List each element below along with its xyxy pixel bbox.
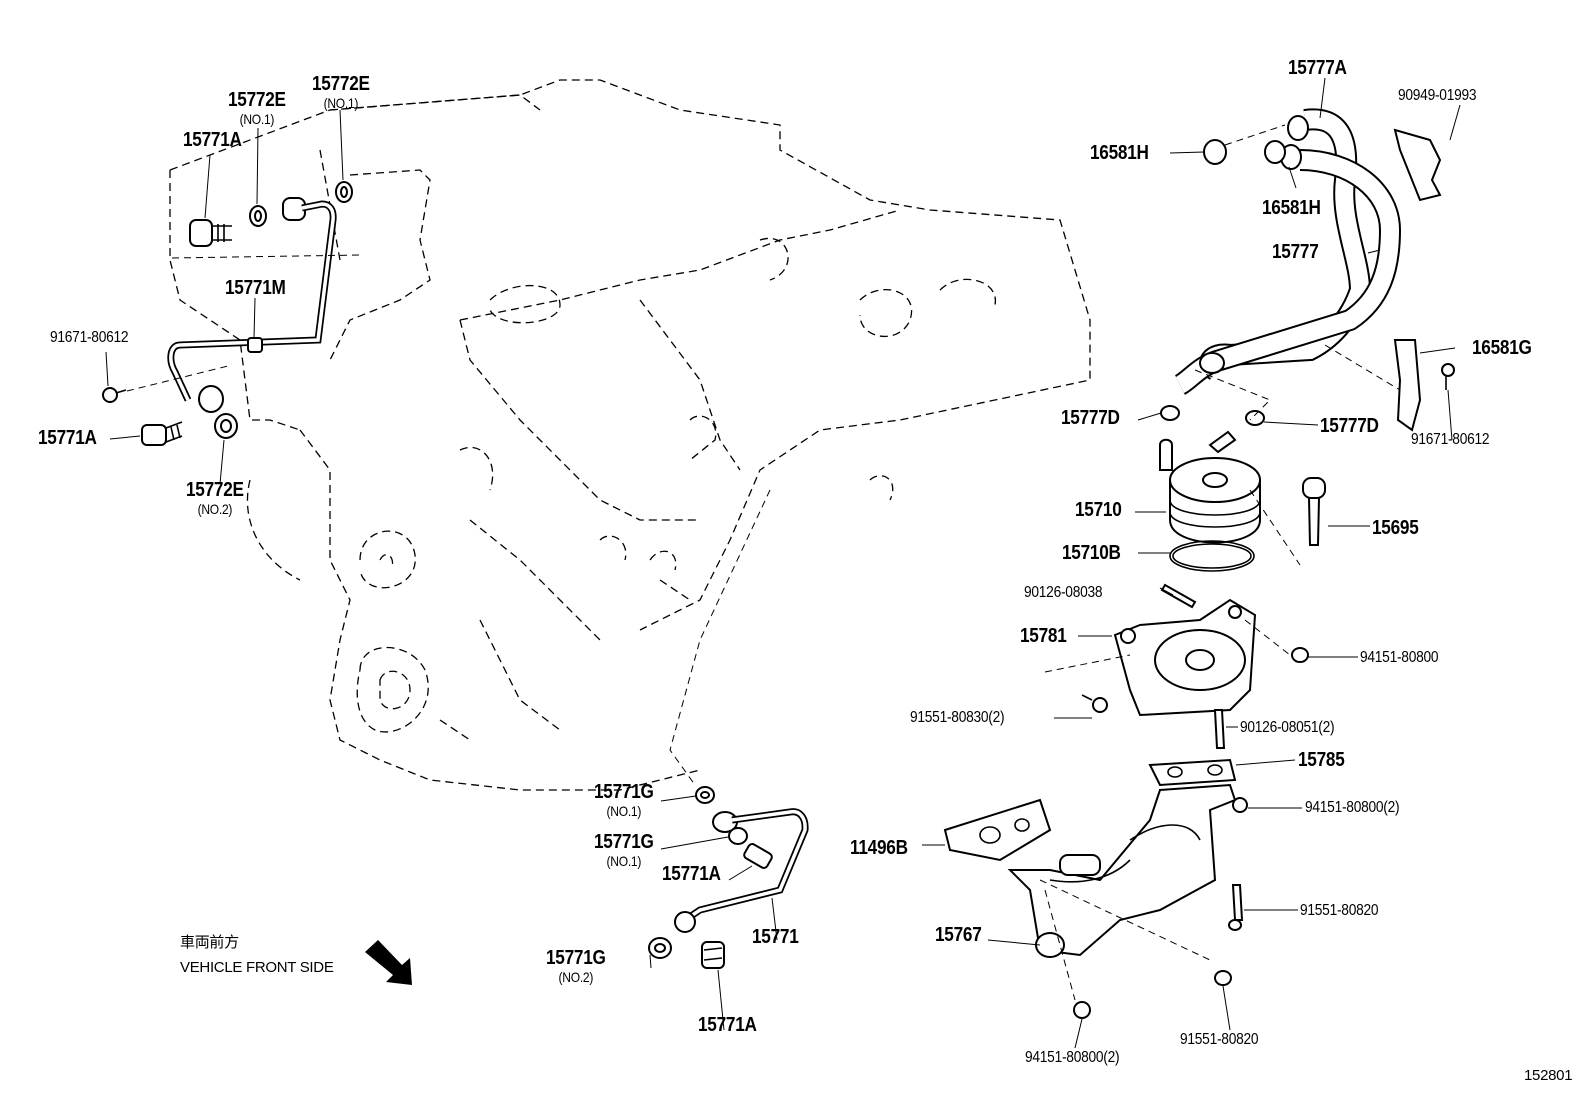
label-15785: 15785 <box>1298 749 1345 771</box>
upper-oil-pipe-group <box>102 181 361 446</box>
label-15771G-3: 15771G (NO.2) <box>546 948 606 984</box>
label-15772E-top: 15772E (NO.1) <box>312 74 370 110</box>
orientation-note-jp: 車両前方 <box>180 934 239 951</box>
label-94151-80800-a: 94151-80800 <box>1360 649 1439 666</box>
label-15771A-bottom: 15771A <box>698 1014 757 1036</box>
oil-cooler-group <box>943 108 1455 1019</box>
part-number: 15772E <box>186 479 244 501</box>
part-number: 15771G <box>546 947 606 969</box>
part-number: 15771G <box>594 781 654 803</box>
sub-note: (NO.1) <box>606 803 642 819</box>
figure-id: 152801 <box>1524 1067 1573 1084</box>
label-15777A: 15777A <box>1288 57 1347 79</box>
label-90949-01993: 90949-01993 <box>1398 87 1477 104</box>
label-90126-08038: 90126-08038 <box>1024 584 1103 601</box>
part-number: 15771G <box>594 831 654 853</box>
label-91551-80820-b: 91551-80820 <box>1180 1031 1259 1048</box>
label-94151-80800-c: 94151-80800(2) <box>1025 1049 1120 1066</box>
label-15781: 15781 <box>1020 625 1067 647</box>
label-15695: 15695 <box>1372 517 1419 539</box>
vehicle-front-arrow-icon <box>365 940 412 985</box>
sub-note: (NO.1) <box>239 111 275 127</box>
engine-outline <box>169 79 1091 791</box>
label-90126-08051: 90126-08051(2) <box>1240 719 1335 736</box>
label-16581G: 16581G <box>1472 337 1532 359</box>
label-16581H-left: 16581H <box>1090 142 1149 164</box>
sub-note: (NO.2) <box>197 501 233 517</box>
pipe-routing-line <box>669 489 771 786</box>
label-91671-80612-left: 91671-80612 <box>50 329 129 346</box>
sub-note: (NO.2) <box>558 969 594 985</box>
label-94151-80800-b: 94151-80800(2) <box>1305 799 1400 816</box>
label-15710B: 15710B <box>1062 542 1121 564</box>
leader-lines <box>105 77 1461 1049</box>
label-15771G-1: 15771G (NO.1) <box>594 782 654 818</box>
label-15771A-mid: 15771A <box>662 863 721 885</box>
part-number: 15772E <box>312 73 370 95</box>
label-15777D-right: 15777D <box>1320 415 1379 437</box>
orientation-note-en: VEHICLE FRONT SIDE <box>180 959 334 976</box>
label-15771A-top: 15771A <box>183 129 242 151</box>
sub-note: (NO.1) <box>323 95 359 111</box>
label-91671-80612-right: 91671-80612 <box>1411 431 1490 448</box>
label-15771: 15771 <box>752 926 799 948</box>
label-15771A-left: 15771A <box>38 427 97 449</box>
label-16581H-right: 16581H <box>1262 197 1321 219</box>
sub-note: (NO.1) <box>606 853 642 869</box>
label-15777: 15777 <box>1272 241 1319 263</box>
label-15771M: 15771M <box>225 277 286 299</box>
label-91551-80830: 91551-80830(2) <box>910 709 1005 726</box>
label-15771G-2: 15771G (NO.1) <box>594 832 654 868</box>
label-15710: 15710 <box>1075 499 1122 521</box>
label-91551-80820-a: 91551-80820 <box>1300 902 1379 919</box>
lower-oil-pipe-group <box>648 786 809 969</box>
label-15777D-left: 15777D <box>1061 407 1120 429</box>
part-number: 15772E <box>228 89 286 111</box>
label-15772E-low: 15772E (NO.2) <box>186 480 244 516</box>
label-15772E-mid: 15772E (NO.1) <box>228 90 286 126</box>
label-15767: 15767 <box>935 924 982 946</box>
label-11496B: 11496B <box>850 837 908 859</box>
